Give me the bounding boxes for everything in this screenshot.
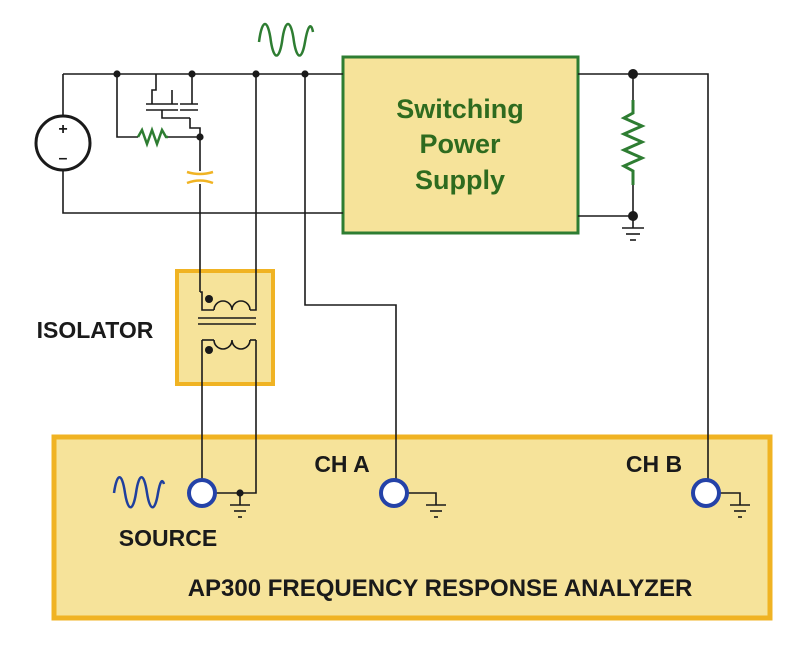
source-bnc-connector-icon bbox=[187, 478, 217, 508]
isolator-label: ISOLATOR bbox=[37, 317, 154, 343]
dc-source-icon bbox=[34, 114, 92, 172]
injection-resistor-icon bbox=[136, 126, 168, 148]
battery-minus: – bbox=[59, 150, 68, 167]
chb-bnc-connector-icon bbox=[691, 478, 721, 508]
psu-box bbox=[341, 55, 580, 235]
cha-ground-icon bbox=[426, 504, 446, 518]
load-resistor-icon bbox=[620, 100, 646, 185]
psu-label-line3: Supply bbox=[415, 165, 505, 195]
transformer-icon bbox=[198, 291, 256, 350]
transformer-dots bbox=[205, 295, 213, 354]
isolator-box bbox=[175, 269, 275, 386]
source-ground-icon bbox=[230, 504, 250, 518]
analyzer-title: AP300 FREQUENCY RESPONSE ANALYZER bbox=[188, 575, 693, 602]
source-sine-wave-icon bbox=[112, 476, 166, 509]
cha-label: CH A bbox=[314, 451, 369, 477]
psu-ground-icon bbox=[622, 227, 644, 241]
chb-ground-icon bbox=[730, 504, 750, 518]
chb-label: CH B bbox=[626, 451, 682, 477]
psu-label-line1: Switching bbox=[396, 94, 524, 124]
mosfet-icon bbox=[146, 103, 198, 119]
cha-bnc-connector-icon bbox=[379, 478, 409, 508]
battery-plus: + bbox=[58, 121, 67, 138]
source-label: SOURCE bbox=[119, 525, 217, 551]
capacitor-icon bbox=[186, 170, 214, 185]
psu-label-line2: Power bbox=[419, 129, 501, 159]
junction-dots bbox=[113, 69, 638, 497]
sine-wave-icon bbox=[257, 22, 315, 57]
analyzer-box bbox=[51, 434, 773, 621]
